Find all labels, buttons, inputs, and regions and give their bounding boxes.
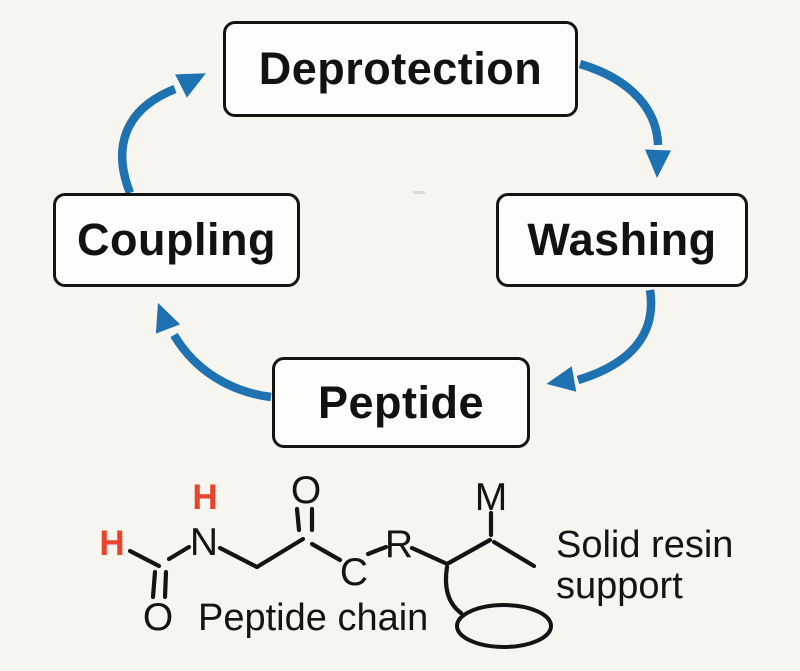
bond-carbonylC-C — [309, 541, 343, 563]
solid-resin-label-line1: Solid resin — [556, 524, 733, 566]
atom-r-side-chain: R — [385, 523, 413, 566]
atom-h-amide: H — [192, 478, 217, 517]
solid-resin-label-line2: support — [556, 565, 683, 607]
bond-C-R — [365, 544, 389, 557]
peptide-chain-label: Peptide chain — [198, 597, 428, 639]
atom-n-amide: N — [190, 521, 218, 564]
atom-m-group: M — [475, 476, 508, 519]
node-deprotection-label: Deprotection — [258, 43, 543, 94]
double-bond-formyl-1 — [150, 569, 158, 600]
resin-bead-ellipse — [455, 603, 553, 649]
atom-o-carbonyl: O — [291, 469, 321, 512]
bond-R-CH — [409, 545, 448, 566]
bond-CM-methyl — [491, 539, 537, 569]
double-bond-carbonyl-1 — [294, 506, 302, 533]
arrow-peptide-to-coupling — [155, 302, 272, 402]
bond-N-CH2 — [217, 545, 260, 570]
arrow-coupling-to-deprotection — [117, 73, 206, 195]
arrow-washing-to-peptide — [546, 289, 656, 392]
node-deprotection: Deprotection — [223, 21, 578, 117]
bond-CH-resin — [443, 564, 464, 616]
node-washing: Washing — [496, 193, 748, 287]
molecule-structure — [127, 506, 553, 649]
bond-hleft-formylC — [127, 548, 162, 569]
smudge-artifact — [413, 191, 425, 194]
bond-CH2-carbonylC — [254, 536, 306, 570]
node-washing-label: Washing — [527, 214, 717, 265]
atom-h-left: H — [99, 524, 124, 563]
node-coupling-label: Coupling — [77, 214, 276, 265]
node-peptide-label: Peptide — [317, 376, 485, 428]
atom-c-alpha: C — [340, 551, 368, 594]
bond-formylC-N — [166, 544, 192, 562]
node-peptide: Peptide — [272, 357, 530, 448]
arrow-deprotection-to-washing — [578, 59, 671, 178]
bond-CH-CM — [444, 537, 493, 567]
node-coupling: Coupling — [53, 193, 300, 287]
atom-o-formyl: O — [143, 596, 173, 639]
double-bond-formyl-2 — [162, 569, 169, 600]
